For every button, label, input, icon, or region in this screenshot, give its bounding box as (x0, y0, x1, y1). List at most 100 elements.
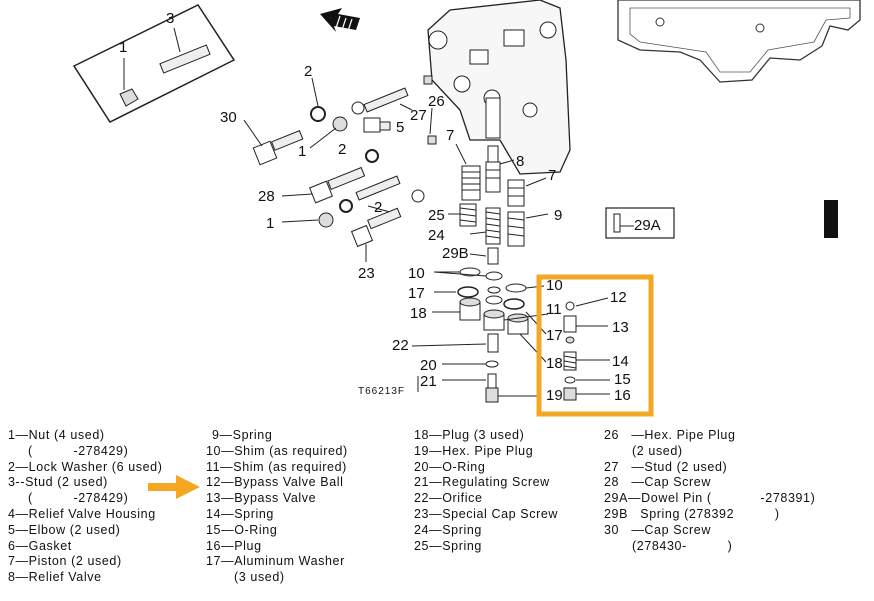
callout-15: 15 (614, 371, 631, 388)
exploded-parts-diagram: 1 3 30 2 1 (72, 0, 861, 417)
legend-item: 29A—Dowel Pin ( -278391) (604, 491, 816, 506)
legend-item: 8—Relief Valve (8, 570, 102, 585)
special-cap-screw-23 (350, 207, 402, 248)
washer-2b (365, 149, 379, 163)
leader-1c (281, 219, 319, 223)
callout-2a: 2 (304, 63, 312, 80)
legend-item: 17—Aluminum Washer (206, 554, 345, 569)
legend-item: 2—Lock Washer (6 used) (8, 459, 163, 474)
piston-right (507, 179, 525, 207)
leader-28 (281, 193, 313, 197)
legend-item: 24—Spring (414, 522, 482, 537)
callout-17b: 17 (546, 327, 563, 344)
legend-item: 11—Shim (as required) (206, 459, 347, 474)
plug-18-right (507, 313, 529, 335)
bypass-valve-highlight-box (536, 274, 654, 417)
relief-valve-housing (427, 0, 571, 175)
callout-23: 23 (358, 265, 375, 282)
legend-item: 18—Plug (3 used) (414, 428, 525, 442)
callout-18b: 18 (546, 355, 563, 372)
leader-30 (243, 119, 263, 147)
legend-item: 6—Gasket (8, 538, 72, 553)
legend-item: 5—Elbow (2 used) (8, 522, 121, 537)
legend-item: 3--Stud (2 used) (8, 475, 108, 490)
legend-item: (3 used) (234, 570, 285, 585)
legend-item: 7—Piston (2 used) (8, 554, 122, 569)
callout-10a: 10 (408, 265, 425, 282)
callout-2b: 2 (338, 141, 346, 158)
legend-item: 9—Spring (212, 428, 273, 442)
orange-arrow-icon (148, 475, 200, 499)
shim-10-right (505, 283, 527, 293)
shim-10-mid (485, 271, 503, 281)
washer-top-right (411, 189, 425, 203)
piston-left (461, 165, 481, 201)
regulating-screw-21 (487, 373, 497, 389)
callout-21: 21 (420, 373, 437, 390)
legend-item: 29B Spring (278392 ) (604, 506, 780, 521)
leader-1b (309, 127, 337, 149)
callout-27: 27 (410, 107, 427, 124)
legend-column-1: 1—Nut (4 used) ( -278429) 2—Lock Washer … (8, 428, 162, 586)
callout-24: 24 (428, 227, 445, 244)
legend-item: 15—O-Ring (206, 522, 278, 537)
callout-20: 20 (420, 357, 437, 374)
washer-c (339, 199, 353, 213)
legend-column-2: 9—Spring 10—Shim (as required) 11—Shim (… (206, 428, 348, 586)
legend-item: 13—Bypass Valve (206, 491, 317, 506)
hex-plug-26 (427, 135, 437, 145)
relief-valve-8 (485, 145, 501, 193)
legend-column-3: 18—Plug (3 used) 19—Hex. Pipe Plug 20—O-… (414, 428, 558, 554)
plug-18-mid (483, 309, 505, 331)
callout-22: 22 (392, 337, 409, 354)
leader-2a (311, 77, 319, 107)
dowel-pin-29a-box (605, 207, 675, 239)
callout-19: 19 (546, 387, 563, 404)
margin-tab-mark (824, 200, 838, 238)
stud-top (363, 87, 409, 113)
callout-5: 5 (396, 119, 404, 136)
callout-1b: 1 (298, 143, 306, 160)
figure-number: T66213F (358, 386, 405, 397)
legend-item: 23—Special Cap Screw (414, 506, 559, 521)
callout-1c: 1 (266, 215, 274, 232)
hatched-arrow-icon (320, 8, 360, 32)
callout-11: 11 (546, 301, 562, 318)
legend-item: 27 —Stud (2 used) (604, 459, 728, 474)
legend-item: 1—Nut (4 used) (8, 428, 105, 442)
washer-17-left (457, 286, 479, 298)
callout-28: 28 (258, 188, 275, 205)
callout-12: 12 (610, 289, 627, 306)
callout-9: 9 (554, 207, 562, 224)
callout-30: 30 (220, 109, 237, 126)
spring-29b (487, 247, 499, 265)
legend-item: 22—Orifice (414, 491, 483, 506)
legend-item: 28 —Cap Screw (604, 475, 711, 490)
inset-box (72, 4, 236, 123)
callout-18a: 18 (410, 305, 427, 322)
gasket (617, 0, 861, 83)
stud-mid (355, 175, 401, 201)
callout-1-inset: 1 (119, 39, 127, 56)
bypass-valve-assembly (563, 301, 577, 401)
callout-8: 8 (516, 153, 524, 170)
legend-item: 16—Plug (206, 538, 262, 553)
legend-item: (2 used) (632, 443, 683, 458)
elbow-5 (363, 117, 391, 133)
spring-24 (485, 207, 501, 245)
spring-9 (507, 211, 525, 247)
nut-top (332, 116, 348, 132)
legend-item: 14—Spring (206, 506, 274, 521)
washer-mid (351, 101, 365, 115)
callout-7b: 7 (548, 167, 556, 184)
legend-item: (278430- ) (632, 538, 733, 553)
legend-item: 19—Hex. Pipe Plug (414, 443, 534, 458)
lock-washer-top (310, 106, 326, 122)
legend-item: 30 —Cap Screw (604, 522, 711, 537)
callout-14: 14 (612, 353, 629, 370)
callout-7a: 7 (446, 127, 454, 144)
legend-item: ( -278429) (28, 491, 129, 506)
callout-26: 26 (428, 93, 445, 110)
legend-item: 21—Regulating Screw (414, 475, 550, 490)
callout-25: 25 (428, 207, 445, 224)
